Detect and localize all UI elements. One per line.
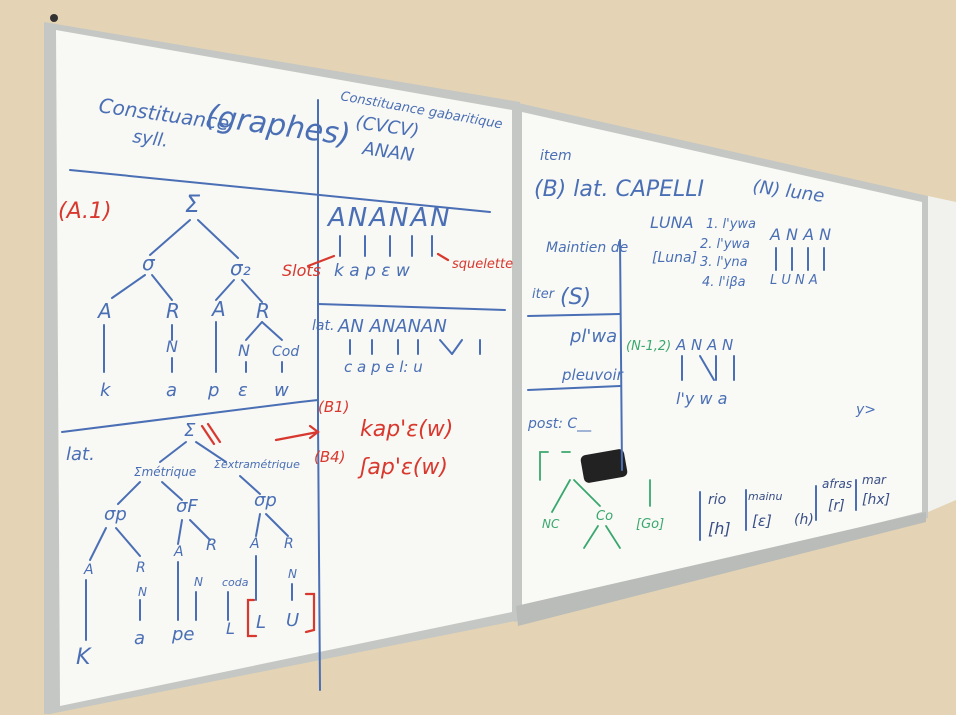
co-label: Co bbox=[596, 509, 613, 524]
lat-tree-a1: A bbox=[83, 562, 94, 578]
afras: afras bbox=[822, 477, 852, 491]
lat-label-top: lat. bbox=[312, 318, 334, 334]
y-note: y> bbox=[855, 402, 876, 418]
sigma-metrique: Σmétrique bbox=[134, 465, 196, 479]
item-label: item bbox=[540, 148, 572, 164]
maintien: Maintien de bbox=[546, 240, 628, 256]
s-label: (S) bbox=[560, 285, 591, 310]
lat-pe: pe bbox=[171, 624, 195, 645]
lat-U: U bbox=[286, 610, 299, 631]
list-2: 2. l'ywa bbox=[700, 237, 750, 252]
rio: rio bbox=[708, 492, 726, 508]
pin-icon bbox=[50, 14, 58, 22]
tree-cod: Cod bbox=[272, 344, 299, 360]
lat-tree-n1: N bbox=[138, 585, 147, 599]
tree-n2: N bbox=[238, 341, 250, 360]
mar: mar bbox=[862, 473, 887, 487]
pleuvoir: pleuvoir bbox=[561, 366, 624, 384]
lat-L2: L bbox=[256, 612, 266, 633]
seg-p: p bbox=[207, 380, 219, 401]
plwa: pl'wa bbox=[569, 326, 617, 347]
post: post: C__ bbox=[527, 416, 592, 432]
title-syll: syll. bbox=[131, 126, 169, 152]
iter-label: iter bbox=[532, 287, 556, 302]
sigma-p2: σp bbox=[254, 490, 277, 511]
list-1: 1. l'ywa bbox=[706, 217, 756, 232]
afras-br: [r] bbox=[828, 498, 845, 514]
lat-tree-a3: A bbox=[249, 536, 260, 552]
tree-n1: N bbox=[166, 337, 178, 356]
tree-sigma1: σ bbox=[142, 251, 156, 275]
mar-br: [hx] bbox=[862, 492, 890, 508]
b1-label: (B1) bbox=[318, 398, 350, 416]
tree-r1: R bbox=[166, 299, 180, 323]
label-a1: (A.1) bbox=[58, 199, 112, 224]
right-whiteboard bbox=[522, 112, 922, 610]
lat-a: a bbox=[134, 628, 145, 649]
left-whiteboard bbox=[56, 30, 512, 706]
lat-tree-n2: N bbox=[194, 575, 203, 589]
eraser bbox=[580, 449, 628, 483]
far-whiteboard bbox=[928, 196, 956, 512]
sigma-p1: σp bbox=[104, 504, 127, 525]
nc-label: NC bbox=[542, 517, 560, 531]
sigma-f: σF bbox=[176, 496, 198, 517]
ananan: ANANAN bbox=[326, 203, 452, 233]
list-4: 4. l'iβa bbox=[702, 275, 746, 290]
b1-form: kap'ε(w) bbox=[360, 417, 453, 442]
b4-form: ʃap'ε(w) bbox=[357, 455, 448, 480]
rio-h: [h] bbox=[708, 519, 731, 538]
lywa: l'y w a bbox=[676, 389, 727, 408]
lat-ananan: AN ANANAN bbox=[337, 316, 447, 337]
tree-a1: A bbox=[96, 299, 112, 323]
lat-seg: c a p e l: u bbox=[344, 358, 423, 376]
go-label: [Go] bbox=[636, 517, 664, 532]
lat-tree-n3: N bbox=[288, 567, 297, 581]
anan-right: A N A N bbox=[769, 225, 831, 244]
lat-l: L bbox=[226, 619, 235, 638]
seg-w: w bbox=[274, 380, 289, 401]
lat-tree-a2: A bbox=[173, 544, 184, 560]
n12-label: (N-1,2) bbox=[626, 339, 671, 354]
anan-mid: A N A N bbox=[675, 336, 733, 354]
lat-k: K bbox=[76, 645, 92, 670]
mainu-br: [ε] bbox=[752, 512, 772, 530]
lat-coda: coda bbox=[222, 576, 249, 589]
seg-e: ε bbox=[238, 380, 248, 401]
seg-a: a bbox=[166, 380, 177, 401]
b-label: (B) lat. CAPELLI bbox=[534, 177, 704, 202]
tree-sigma2: σ₂ bbox=[230, 256, 251, 280]
tree-r2: R bbox=[256, 299, 270, 323]
tree-sigma-bottom: Σ bbox=[184, 420, 196, 441]
lat-tree-r1: R bbox=[136, 560, 146, 576]
tree-a2: A bbox=[210, 297, 226, 321]
luna: LUNA bbox=[650, 213, 694, 232]
lat-tree-r3: R bbox=[284, 536, 294, 552]
label-squelette: squelette bbox=[452, 257, 513, 272]
lat-label-bottom: lat. bbox=[66, 444, 95, 465]
marker-tray bbox=[516, 512, 926, 626]
b4-label: (B4) bbox=[314, 448, 346, 466]
list-3: 3. l'yna bbox=[700, 255, 748, 270]
luna-brackets: [Luna] bbox=[652, 250, 697, 266]
mainu: mainu bbox=[748, 490, 782, 503]
sigma-extrametrique: Σextramétrique bbox=[214, 458, 300, 471]
kapew: k a p ε w bbox=[334, 261, 410, 281]
h-br: (h) bbox=[794, 512, 814, 528]
tree-sigma: Σ bbox=[185, 190, 201, 218]
seg-k: k bbox=[100, 380, 112, 401]
luna-right: L U N A bbox=[770, 273, 818, 288]
lat-tree-r2: R bbox=[206, 535, 217, 554]
